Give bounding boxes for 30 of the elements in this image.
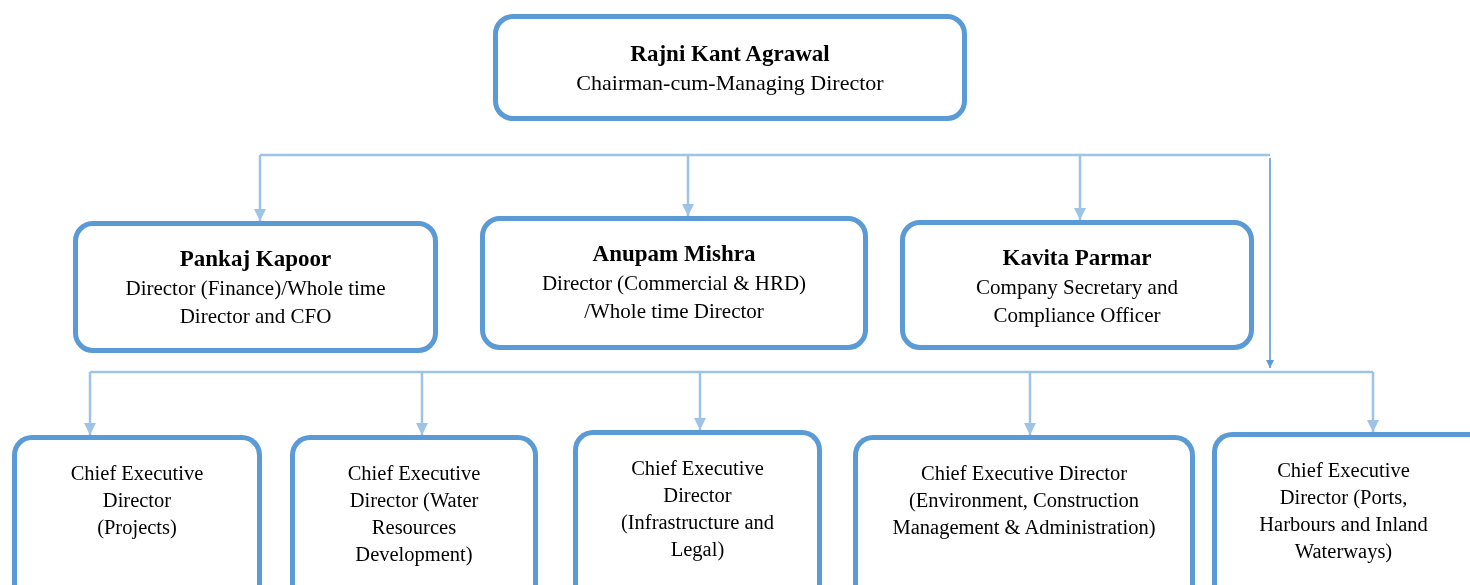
person-name: Pankaj Kapoor (179, 245, 332, 273)
org-box (900, 220, 1254, 350)
job-title: Chief Executive Director (Ports, Harbours and Inland Waterways) (1258, 458, 1429, 565)
arrow (1023, 372, 1037, 435)
arrow (83, 372, 97, 435)
arrow (681, 155, 695, 216)
job-title: Chief Executive Director (Infrastructure and Legal) (619, 456, 776, 563)
arrow (693, 372, 707, 430)
org-box (290, 435, 538, 585)
arrow (415, 372, 429, 435)
org-box (573, 430, 822, 585)
org-box (853, 435, 1195, 585)
job-title: Chief Executive Director (Water Resources Development) (346, 461, 482, 568)
org-box (12, 435, 262, 585)
arrow (1073, 155, 1087, 220)
job-title: Director (Commercial & HRD) /Whole time Director (540, 270, 808, 325)
person-name: Rajni Kant Agrawal (630, 40, 830, 68)
org-box (493, 14, 967, 121)
org-box (73, 221, 438, 353)
person-name: Anupam Mishra (592, 240, 756, 268)
arrow (253, 155, 267, 221)
org-box (1212, 432, 1470, 585)
job-title: Company Secretary and Compliance Officer (975, 274, 1179, 329)
arrow (1366, 372, 1380, 432)
org-box (480, 216, 868, 350)
job-title: Chairman-cum-Managing Director (576, 69, 884, 97)
job-title: Director (Finance)/Whole time Director and CFO (124, 275, 387, 330)
job-title: Chief Executive Director (Environment, Construction Management & Administration) (891, 461, 1157, 541)
job-title: Chief Executive Director (Projects) (69, 461, 205, 541)
person-name: Kavita Parmar (1002, 244, 1152, 272)
